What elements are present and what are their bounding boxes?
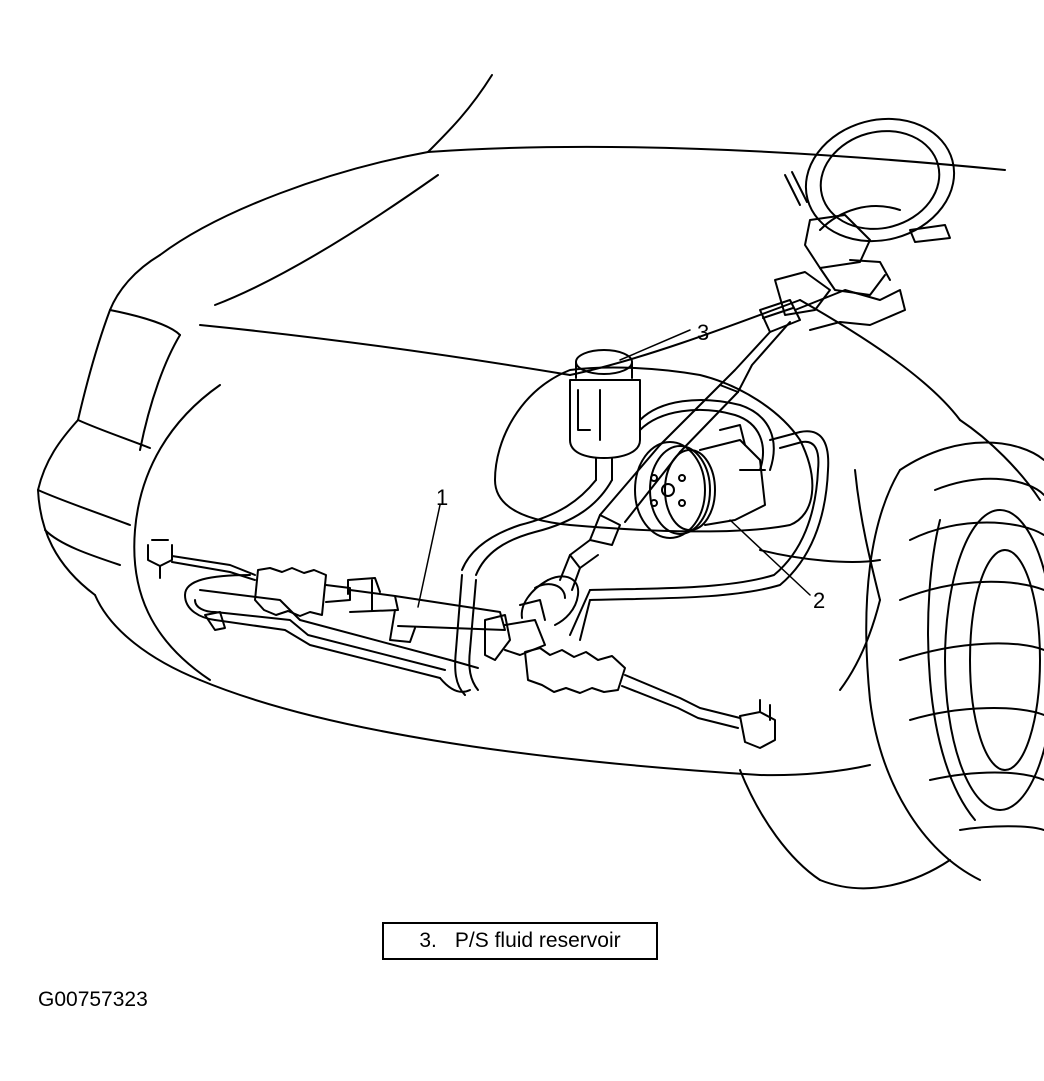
figure-code: G00757323 xyxy=(38,988,148,1011)
intermediate-shaft xyxy=(559,514,621,591)
legend-item-number: 3. xyxy=(419,929,437,952)
ps-pump xyxy=(634,424,766,539)
legend-item-text: P/S fluid reservoir xyxy=(454,929,621,952)
ps-fluid-reservoir xyxy=(569,349,641,481)
callout-leaders xyxy=(417,329,811,608)
power-steering-hoses xyxy=(454,399,830,696)
detail-highlight-ellipse xyxy=(494,366,814,533)
callout-number-3: 3 xyxy=(697,320,710,345)
steering-gear-rack xyxy=(147,539,776,749)
front-wheel xyxy=(899,477,1044,831)
callout-number-2: 2 xyxy=(813,588,826,613)
legend-box: 3. P/S fluid reservoir xyxy=(382,922,658,960)
vehicle-body-outline xyxy=(37,74,1044,890)
steering-wheel xyxy=(784,117,956,243)
callout-number-1: 1 xyxy=(436,485,449,510)
